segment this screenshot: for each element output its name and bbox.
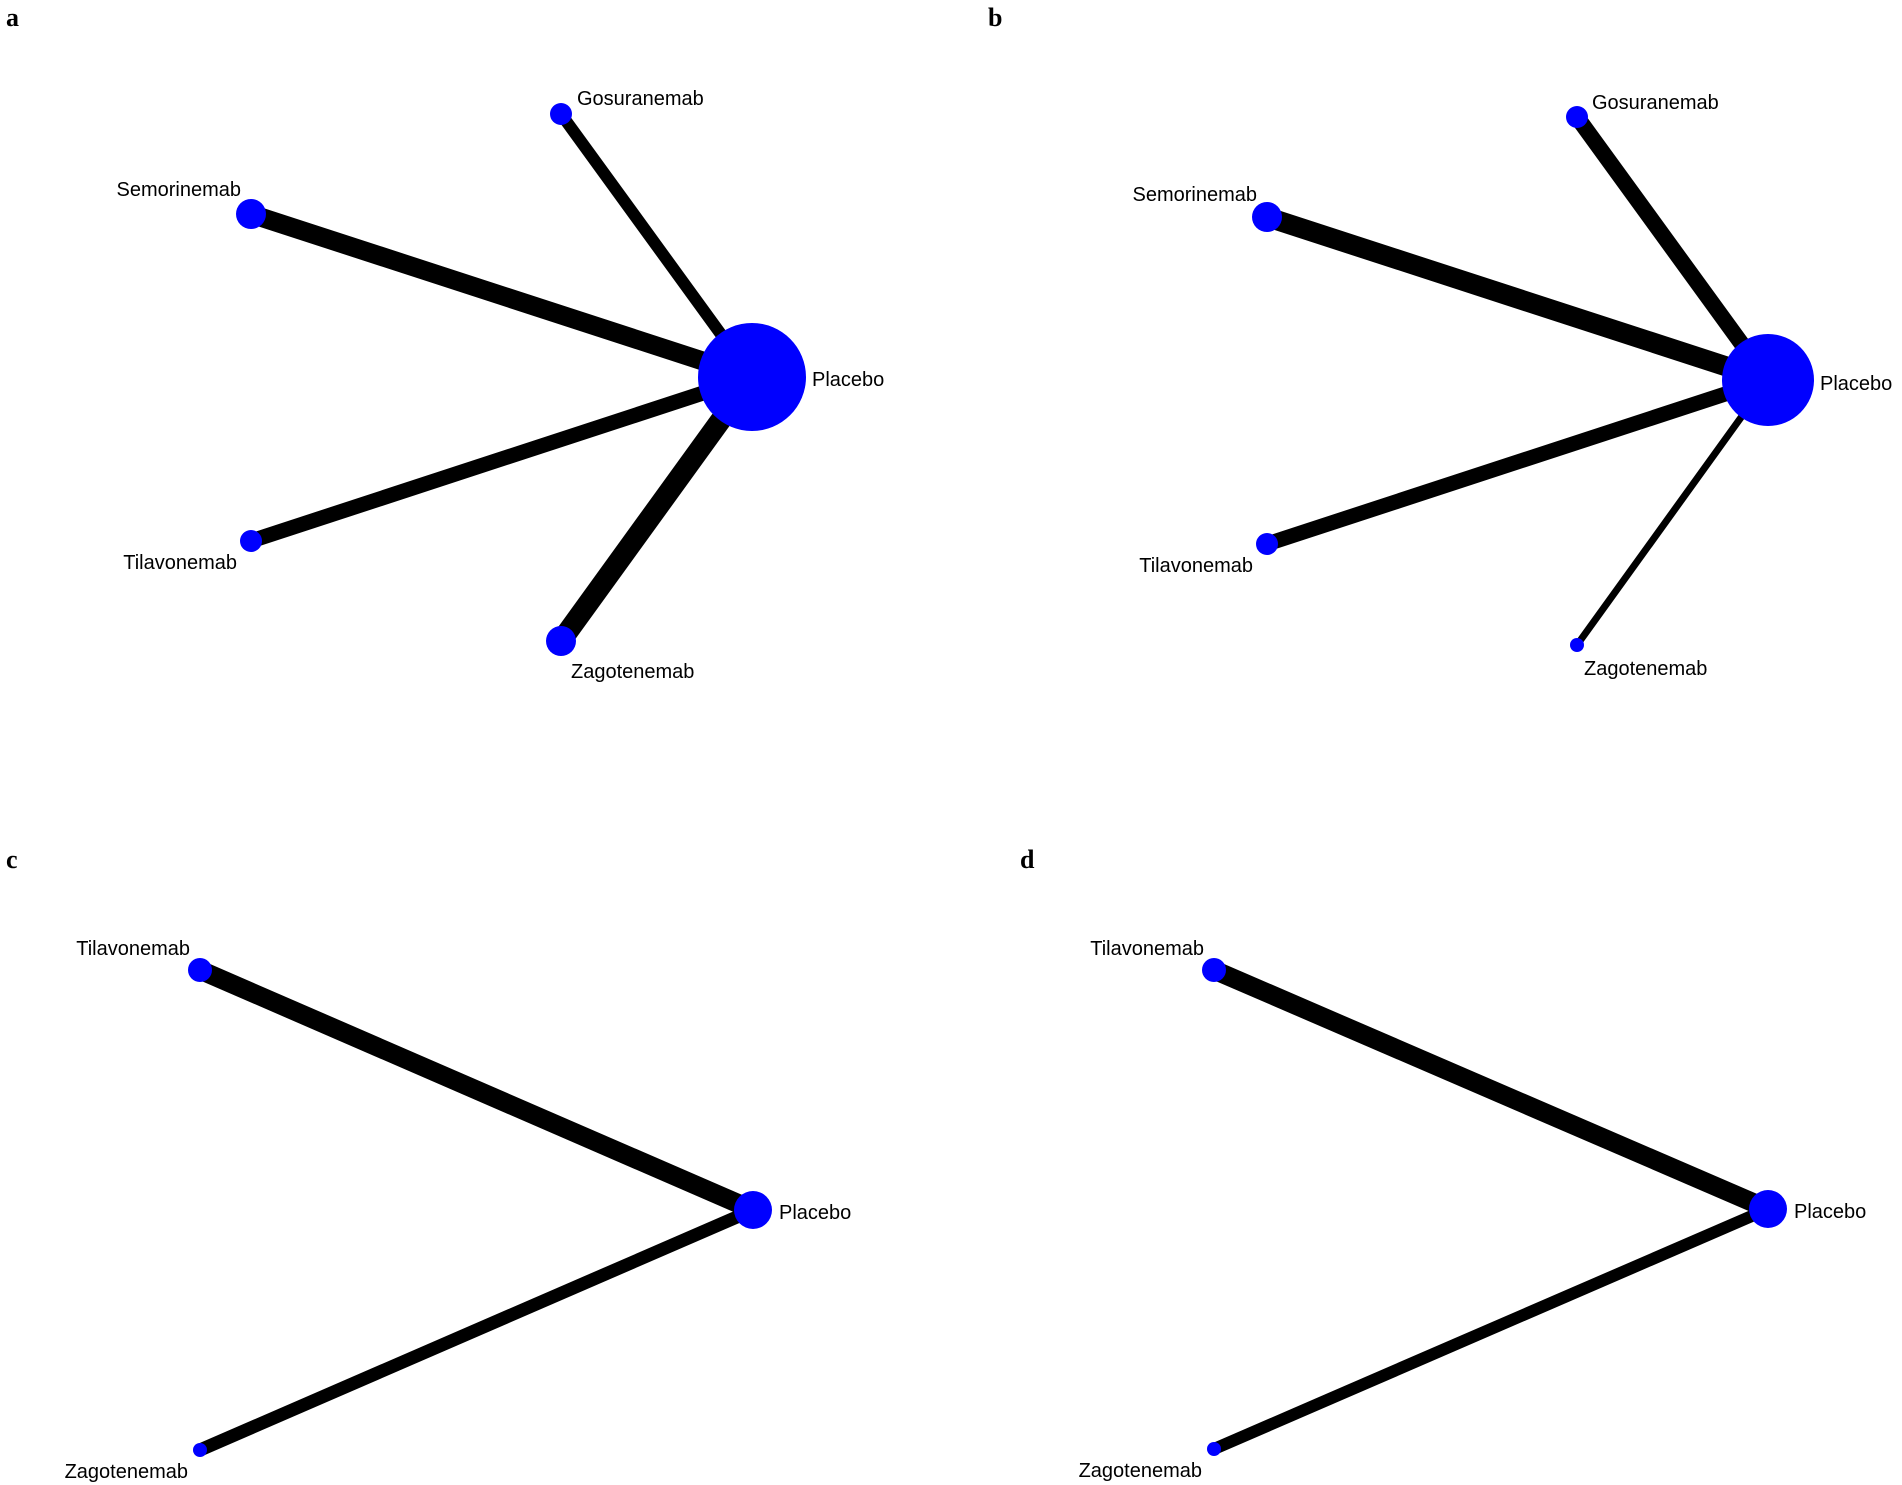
node-til bbox=[188, 958, 212, 982]
edge-pla-zag bbox=[1574, 377, 1771, 648]
node-zag bbox=[1570, 638, 1584, 652]
panel-letter: b bbox=[988, 3, 1002, 32]
panel-letter: c bbox=[6, 845, 18, 874]
panel-letter: a bbox=[6, 3, 19, 32]
edge-pla-til bbox=[1264, 372, 1771, 552]
edge-pla-sem bbox=[248, 204, 755, 387]
node-gos bbox=[550, 103, 572, 125]
node-pla bbox=[1749, 1190, 1787, 1228]
node-pla bbox=[734, 1191, 772, 1229]
node-label-pla: Placebo bbox=[1820, 373, 1892, 395]
edge-pla-til bbox=[1210, 961, 1772, 1218]
node-gos bbox=[1566, 106, 1588, 128]
node-label-til: Tilavonemab bbox=[1090, 938, 1204, 960]
node-label-zag: Zagotenemab bbox=[65, 1461, 188, 1483]
network-panel-a: a GosuranemabSemorinemabPlaceboTilavonem… bbox=[6, 3, 884, 683]
node-pla bbox=[698, 323, 806, 431]
edge-pla-zag bbox=[1211, 1203, 1771, 1455]
node-label-zag: Zagotenemab bbox=[571, 661, 694, 683]
node-pla bbox=[1722, 334, 1814, 426]
node-sem bbox=[1252, 202, 1282, 232]
node-label-gos: Gosuranemab bbox=[1592, 92, 1719, 114]
node-label-til: Tilavonemab bbox=[123, 552, 237, 574]
node-sem bbox=[236, 199, 266, 229]
edge-pla-zag bbox=[552, 370, 761, 648]
node-label-til: Tilavonemab bbox=[76, 938, 190, 960]
node-label-pla: Placebo bbox=[1794, 1201, 1866, 1223]
edge-pla-sem bbox=[1263, 207, 1772, 390]
network-panel-b: b GosuranemabSemorinemabPlaceboTilavonem… bbox=[988, 3, 1892, 680]
node-zag bbox=[546, 626, 576, 656]
node-label-til: Tilavonemab bbox=[1139, 555, 1253, 577]
node-label-gos: Gosuranemab bbox=[577, 88, 704, 110]
edge-pla-gos bbox=[556, 110, 757, 381]
edge-pla-zag bbox=[197, 1204, 756, 1456]
panel-letter: d bbox=[1020, 845, 1035, 874]
node-zag bbox=[1207, 1442, 1221, 1456]
node-til bbox=[1256, 533, 1278, 555]
node-til bbox=[1202, 958, 1226, 982]
node-til bbox=[240, 530, 262, 552]
edge-pla-gos bbox=[1570, 112, 1775, 385]
node-label-pla: Placebo bbox=[779, 1202, 851, 1224]
edge-pla-til bbox=[248, 369, 755, 549]
edge-pla-til bbox=[196, 961, 757, 1219]
node-zag bbox=[193, 1443, 207, 1457]
node-label-sem: Semorinemab bbox=[1132, 184, 1257, 206]
node-label-zag: Zagotenemab bbox=[1079, 1460, 1202, 1482]
node-label-zag: Zagotenemab bbox=[1584, 658, 1707, 680]
node-label-sem: Semorinemab bbox=[116, 179, 241, 201]
node-label-pla: Placebo bbox=[812, 369, 884, 391]
